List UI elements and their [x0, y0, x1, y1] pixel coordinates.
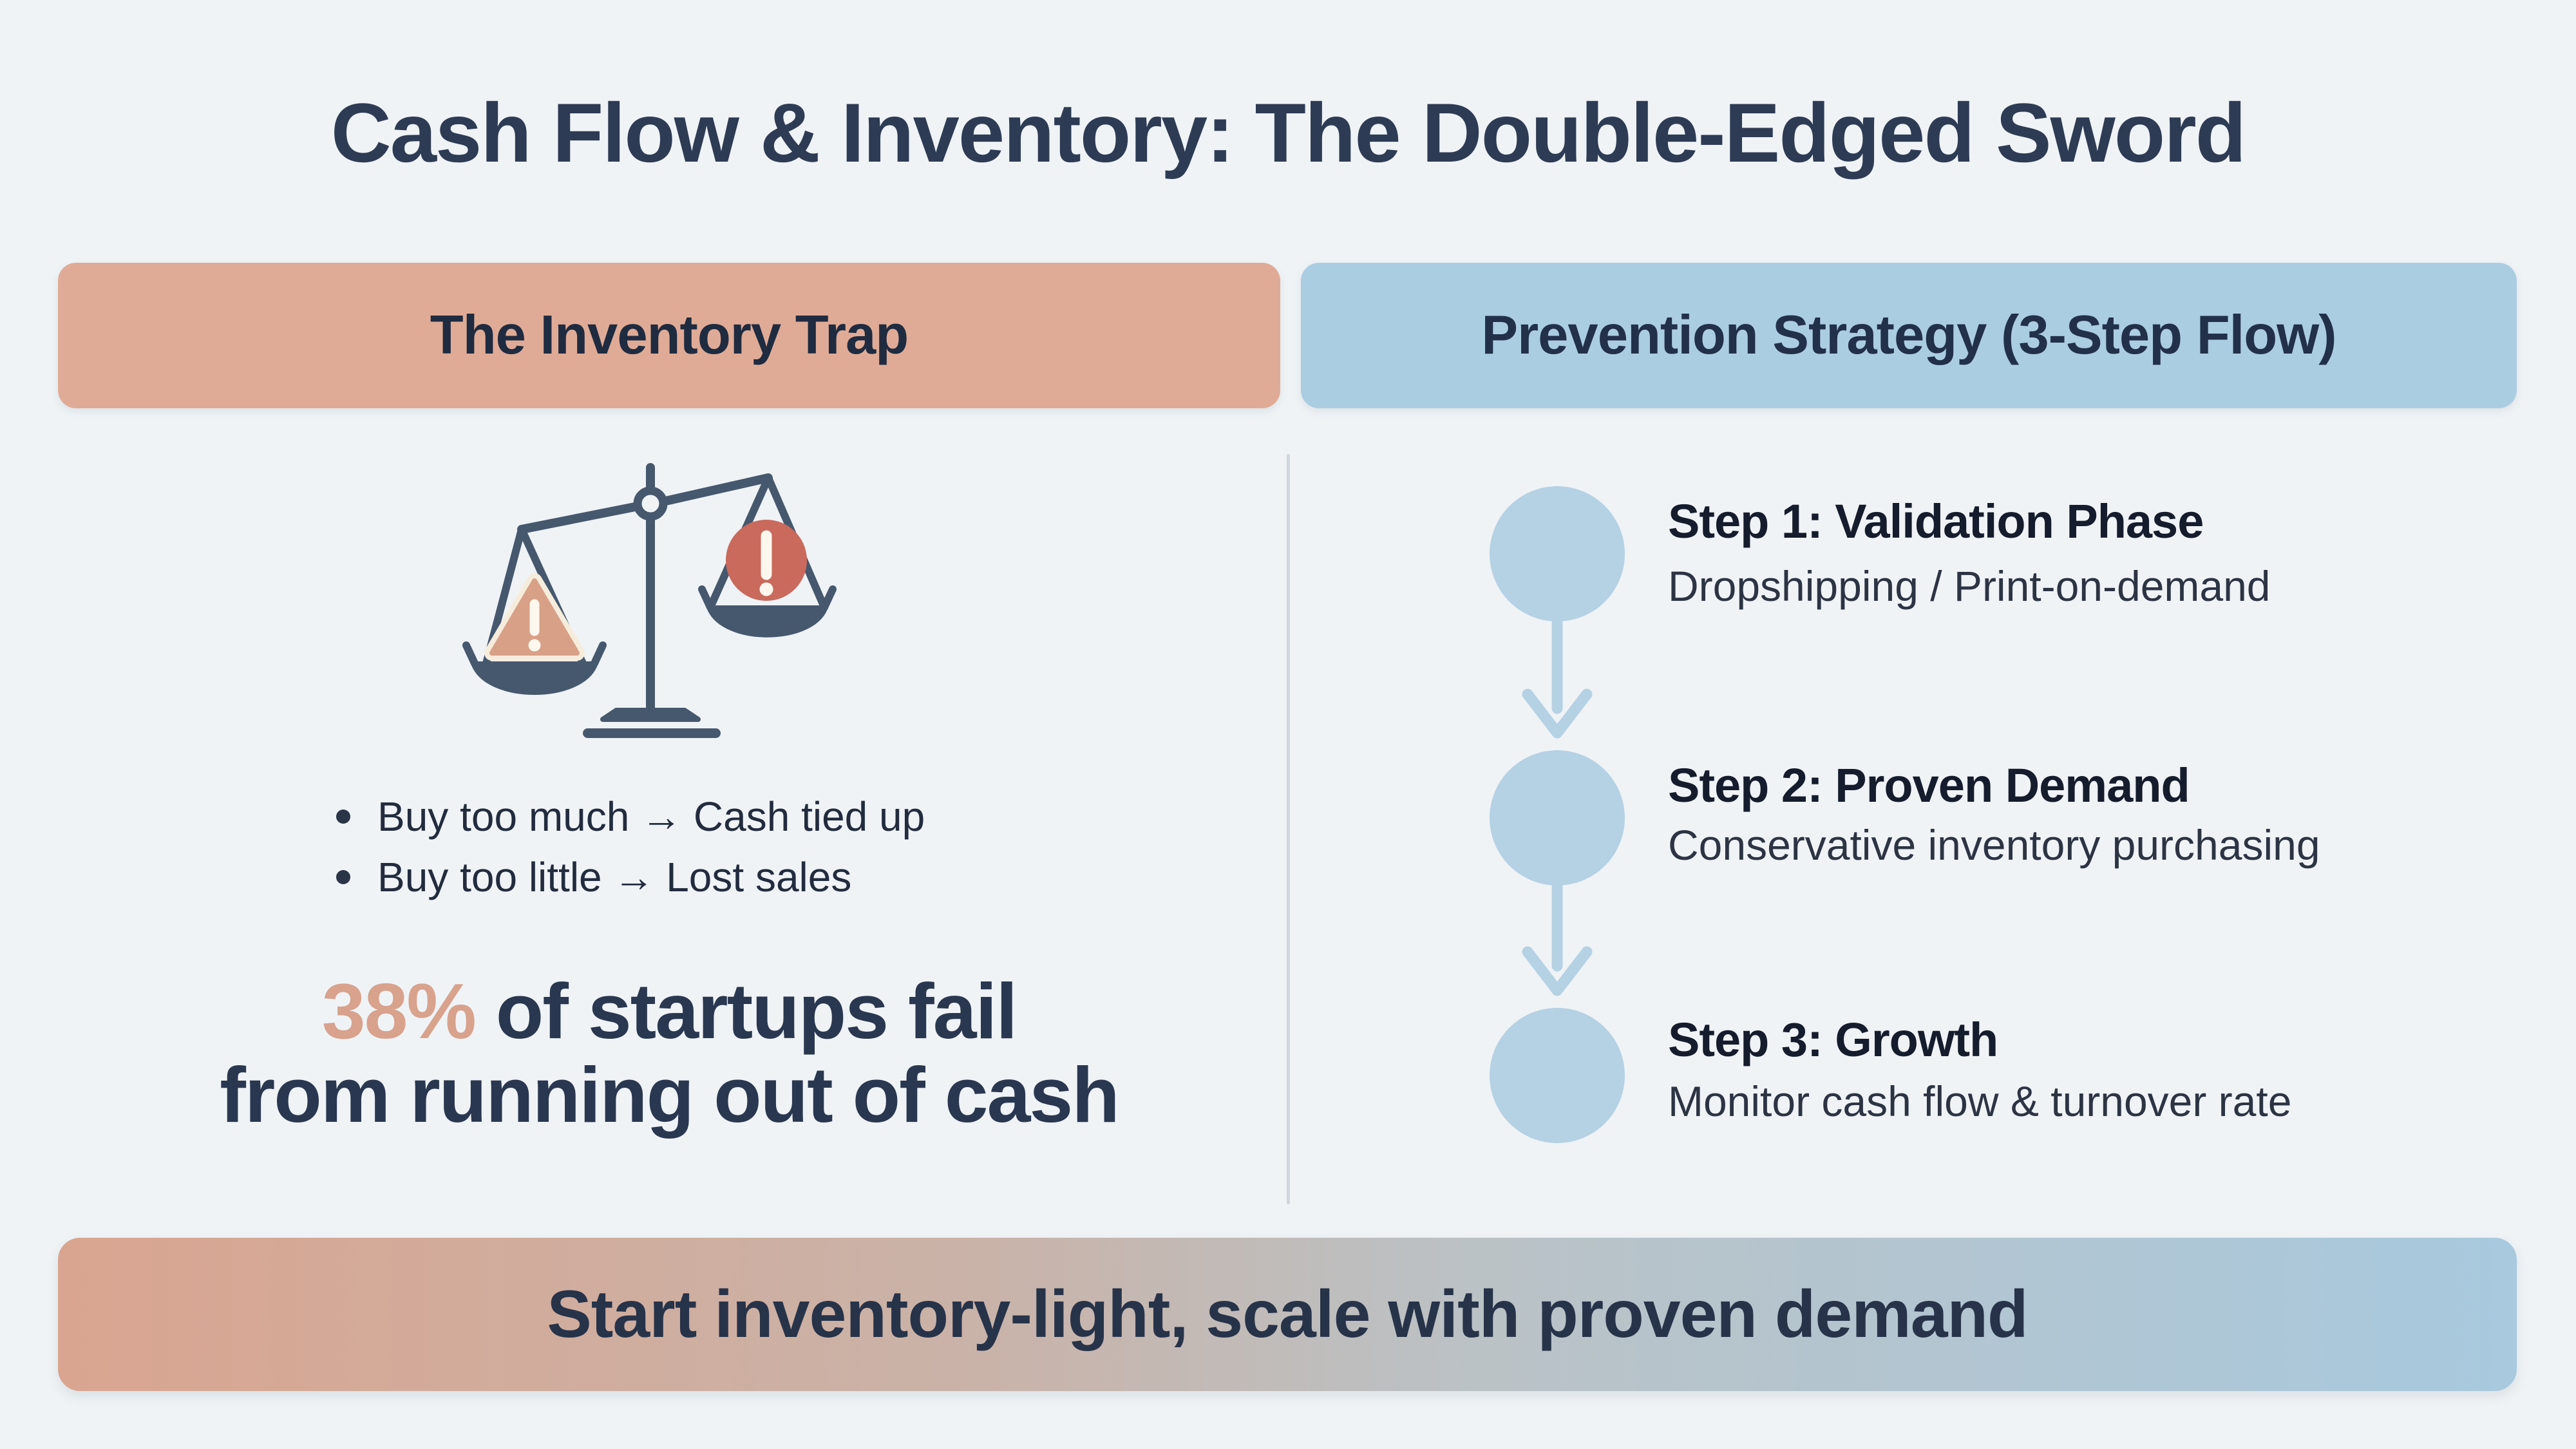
bottom-banner-text: Start inventory-light, scale with proven… [547, 1276, 2028, 1352]
scale-pivot-ring [633, 486, 668, 521]
step-2-subtitle: Conservative inventory purchasing [1668, 821, 2320, 869]
warning-triangle-icon [484, 573, 585, 661]
list-item: Buy too much → Cash tied up [336, 791, 925, 842]
bottom-banner: Start inventory-light, scale with proven… [58, 1238, 2517, 1391]
left-panel-header: The Inventory Trap [58, 263, 1280, 408]
right-panel-header-label: Prevention Strategy (3-Step Flow) [1481, 305, 2336, 366]
step-3-subtitle: Monitor cash flow & turnover rate [1668, 1077, 2292, 1125]
stat-highlight: 38% [321, 967, 477, 1055]
right-panel-header: Prevention Strategy (3-Step Flow) [1301, 263, 2517, 408]
flow-arrows [1522, 618, 1593, 996]
bullet-dot-icon [336, 870, 350, 884]
left-panel-header-label: The Inventory Trap [430, 305, 909, 366]
scale-left-pan-hooks [462, 641, 607, 667]
scale-base-foot [600, 708, 701, 722]
page-title: Cash Flow & Inventory: The Double-Edged … [330, 86, 2246, 180]
alert-circle-icon [726, 520, 807, 601]
step-2-title: Step 2: Proven Demand [1668, 759, 2190, 812]
scale-right-pan-hooks [698, 585, 837, 611]
scale-beam-left [517, 502, 643, 534]
step-1-node [1490, 486, 1625, 621]
balance-scale-icon [462, 463, 837, 738]
step-1-title: Step 1: Validation Phase [1668, 495, 2204, 548]
step-3-node [1490, 1008, 1625, 1143]
bullet-text: Buy too little → Lost sales [377, 854, 852, 900]
stat-line-1-rest: of startups fail [475, 967, 1018, 1055]
scale-beam-right [658, 473, 773, 506]
down-arrow-head-icon [1522, 946, 1593, 996]
step-1-subtitle: Dropshipping / Print-on-demand [1668, 562, 2271, 610]
list-item: Buy too little → Lost sales [336, 851, 851, 903]
bullet-text: Buy too much → Cash tied up [377, 793, 925, 840]
scale-left-pan [471, 661, 598, 695]
step-2-node [1490, 750, 1625, 886]
down-arrow-head-icon [1522, 688, 1593, 739]
stat-line-1: 38% of startups fail [58, 969, 1280, 1053]
bullet-dot-icon [336, 810, 350, 824]
step-3-title: Step 3: Growth [1668, 1013, 1998, 1066]
scale-base-bar [583, 728, 721, 738]
stat-line-2: from running out of cash [220, 1051, 1120, 1139]
column-divider [1287, 454, 1290, 1204]
scale-right-pan [707, 605, 828, 638]
